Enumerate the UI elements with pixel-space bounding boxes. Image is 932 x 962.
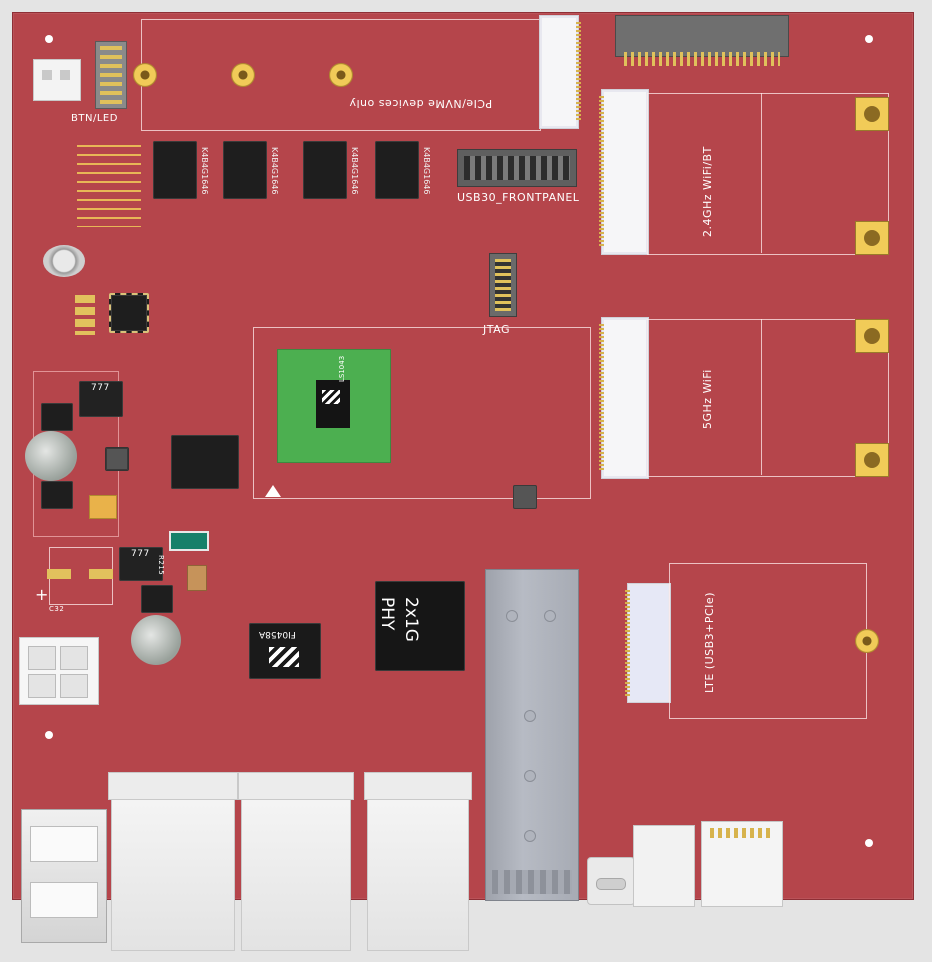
dram-chip-4: K4B4G1646: [375, 141, 431, 199]
wifi-24-antenna-pad-2: [855, 221, 889, 255]
dc-power-connector[interactable]: [19, 637, 99, 705]
mounting-hole-tr: [865, 35, 873, 43]
jtag-connector[interactable]: [489, 253, 517, 317]
phy-label: 2x1G: [401, 597, 421, 642]
nxp-logo-icon: [269, 647, 299, 667]
nvme-m2-slot[interactable]: [539, 15, 581, 129]
cpu-marking: LS1043: [338, 355, 346, 382]
usb30-frontpanel-header[interactable]: [457, 149, 577, 187]
power-ic: [105, 447, 129, 471]
cpu-die: LS1043: [316, 356, 350, 428]
nvme-standoff-2: [231, 63, 255, 87]
nxp-logo-icon: [322, 390, 340, 404]
mosfet-1: [41, 403, 73, 431]
wifi-24-divider: [761, 93, 762, 253]
wifi-24-m2-slot[interactable]: [599, 89, 649, 255]
rtc-battery: [43, 245, 85, 277]
rj45-port-2[interactable]: [238, 772, 354, 951]
pcb-board[interactable]: BTN/LED PCIe/NVMe devices only K4B4G1646…: [12, 12, 914, 951]
lte-label: LTE (USB3+PCIe): [703, 592, 716, 693]
mosfet-3: [141, 585, 173, 613]
mounting-hole-ml: [45, 731, 53, 739]
electrolytic-cap-1: [25, 431, 77, 481]
dual-usb-a-port[interactable]: [21, 809, 107, 943]
usb30-frontpanel-label: USB30_FRONTPANEL: [457, 191, 580, 204]
power-inductor-1: 777: [79, 381, 123, 417]
wifi-5-label: 5GHz WiFi: [701, 369, 714, 429]
dram-chip-1: K4B4G1646: [153, 141, 209, 199]
dram-chip-3: K4B4G1646: [303, 141, 359, 199]
wifi-5-antenna-pad-1: [855, 319, 889, 353]
power-inductor-2: 777: [119, 547, 163, 581]
passive-cluster-left: [77, 141, 141, 227]
wifi-24-antenna-pad-1: [855, 97, 889, 131]
cap-c32-label: C32: [49, 605, 65, 613]
qfn-chip-left: [109, 293, 149, 333]
jtag-label: JTAG: [483, 323, 510, 336]
crystal-pads: [75, 295, 95, 335]
mounting-hole-br: [865, 839, 873, 847]
btn-led-pin-header[interactable]: [95, 41, 127, 109]
sd-card-slot[interactable]: [701, 821, 783, 907]
lte-outline: [669, 563, 867, 719]
sfp-cage[interactable]: [485, 569, 579, 901]
phy-label-2: PHY: [377, 597, 397, 631]
pin1-marker-icon: [265, 485, 281, 497]
top-header-connector[interactable]: [615, 15, 789, 66]
cap-c32-pad-2: [89, 569, 113, 579]
nvme-standoff-3: [329, 63, 353, 87]
rj45-port-1[interactable]: [108, 772, 238, 951]
lte-standoff: [855, 629, 879, 653]
cap-c32-pad-1: [47, 569, 71, 579]
mounting-hole-tl: [45, 35, 53, 43]
nvme-standoff-1: [133, 63, 157, 87]
rj45-port-3[interactable]: [364, 772, 472, 951]
cpu-substrate: LS1043: [277, 349, 391, 463]
wifi-24-label: 2.4GHz WiFi/BT: [701, 146, 714, 237]
switch-chip: FI0458A: [249, 623, 321, 679]
wifi-5-divider: [761, 319, 762, 475]
small-bga: [513, 485, 537, 509]
switch-chip-marking: FI0458A: [259, 629, 296, 639]
usb-c-port[interactable]: [587, 857, 635, 905]
nvme-label: PCIe/NVMe devices only: [349, 97, 493, 110]
dram-chip-2: K4B4G1646: [223, 141, 279, 199]
mosfet-2: [41, 481, 73, 509]
btn-led-power-connector[interactable]: [33, 59, 81, 101]
cap-c32-plus: +: [35, 585, 49, 604]
btn-led-label: BTN/LED: [71, 113, 118, 124]
spi-flash: [171, 435, 239, 489]
res-r215-label: R215: [157, 555, 165, 576]
wifi-5-outline: [647, 319, 889, 477]
electrolytic-cap-2: [131, 615, 181, 665]
wifi-24-outline: [647, 93, 889, 255]
lte-m2-slot[interactable]: [625, 583, 671, 703]
sim-card-slot[interactable]: [633, 825, 695, 907]
fuse-1: [89, 495, 117, 519]
wifi-5-m2-slot[interactable]: [599, 317, 649, 479]
wifi-5-antenna-pad-2: [855, 443, 889, 477]
shunt-resistor: [169, 531, 209, 551]
cpu-outline: [253, 327, 591, 499]
phy-chip: 2x1G PHY: [375, 581, 465, 671]
tantalum-cap: [187, 565, 207, 591]
